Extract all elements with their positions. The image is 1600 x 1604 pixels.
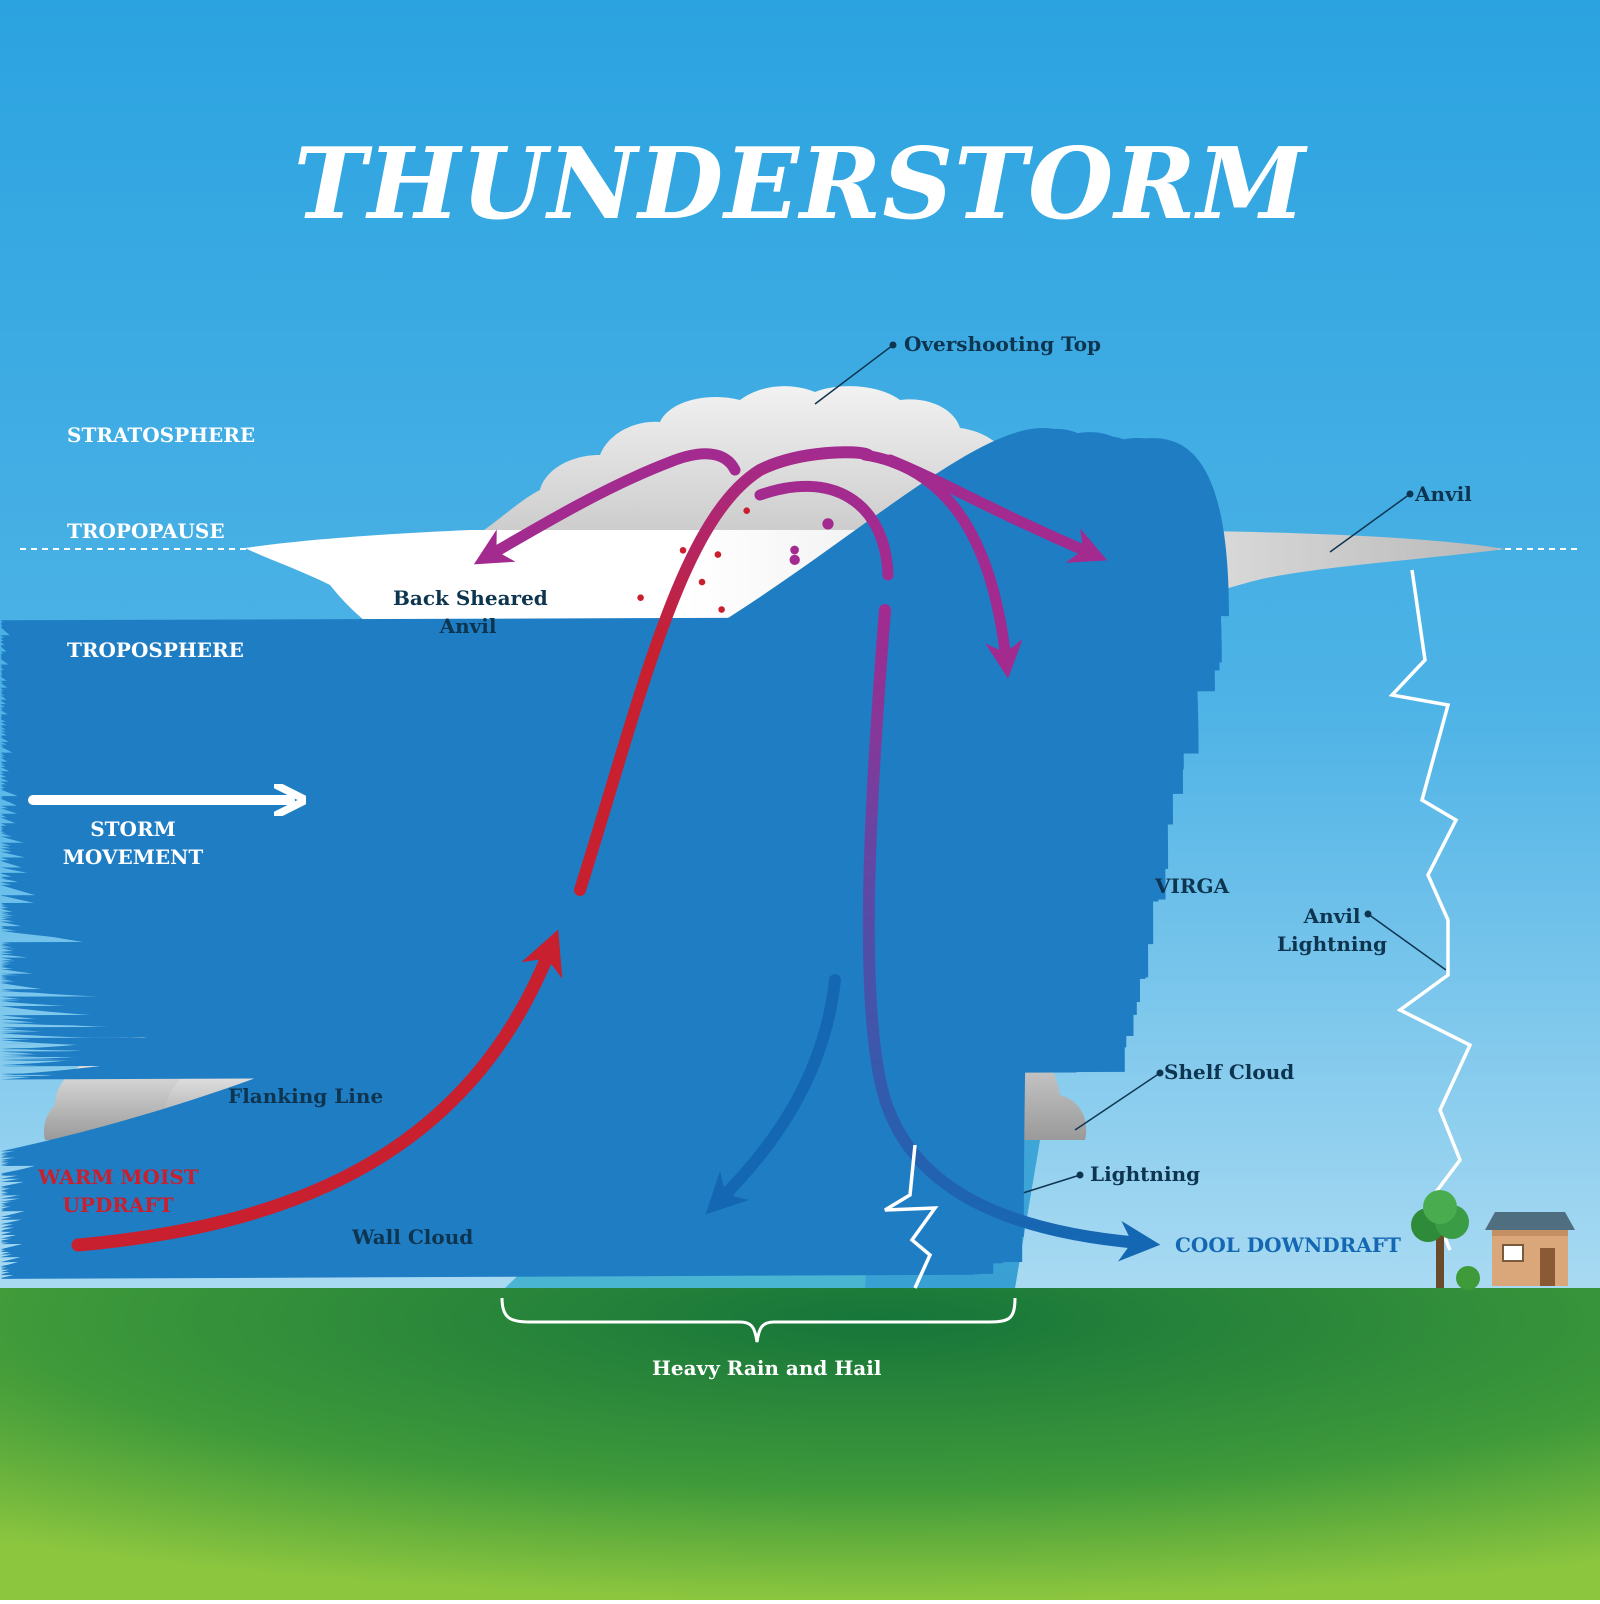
warm-moist-updraft-line-1: WARM MOIST <box>38 1165 199 1189</box>
updraft-droplet <box>679 547 687 554</box>
leader-dot <box>1156 1069 1164 1077</box>
leader-dot <box>1076 1171 1084 1179</box>
raindrop-icon <box>839 942 851 963</box>
anvil-lightning-bolt-icon <box>1388 569 1473 1251</box>
back-sheared-anvil-line-2: Anvil <box>439 614 497 638</box>
overshoot-down-arrow <box>859 449 1023 679</box>
rain-drops <box>0 427 1230 1279</box>
updraft-droplet <box>637 594 644 601</box>
ice-particle <box>822 518 834 530</box>
raindrop-icon <box>906 942 918 963</box>
raindrop-icon <box>839 885 851 906</box>
ground <box>0 1288 1600 1600</box>
rain-downdraft-arrow <box>705 974 841 1215</box>
ice-particle <box>790 545 799 555</box>
leader-dots <box>474 341 1414 1242</box>
updraft-droplet <box>743 507 750 514</box>
overshooting-top-label: Overshooting Top <box>904 332 1102 356</box>
back-sheared-anvil-label: Back Sheared Anvil <box>393 584 548 640</box>
inner-updraft-loop <box>754 481 894 581</box>
main-updraft-arrow <box>574 446 874 896</box>
storm-movement-line-1: STORM <box>90 817 176 841</box>
cool-downdraft-arrow <box>862 604 1161 1262</box>
lightning-bolt-icon <box>884 1144 939 1289</box>
leader-dot <box>1406 490 1414 498</box>
flanking-line-label: Flanking Line <box>228 1084 384 1108</box>
updraft-droplet <box>698 578 706 586</box>
raindrop-icon <box>1029 682 1041 703</box>
house-icon <box>1485 1212 1575 1286</box>
updraft-droplet <box>718 606 725 613</box>
tropopause-label: TROPOPAUSE <box>67 519 225 543</box>
updraft-droplet <box>714 551 722 558</box>
wall-cloud-label: Wall Cloud <box>352 1225 474 1249</box>
troposphere-label: TROPOSPHERE <box>67 638 244 662</box>
diagram-title: THUNDERSTORM <box>293 127 1307 242</box>
stratosphere-label: STRATOSPHERE <box>67 423 256 447</box>
back-anvil-divergence-arrow <box>473 448 741 565</box>
heavy-rain-bracket <box>500 1297 1017 1343</box>
anvil-lightning-line-2: Lightning <box>1276 932 1388 956</box>
raindrop-icon <box>0 479 1192 832</box>
anvil-label: Anvil <box>1415 482 1472 506</box>
raindrop-icon <box>789 917 801 938</box>
warm-moist-updraft-label: WARM MOIST UPDRAFT <box>38 1163 199 1219</box>
anvil-lightning-line-1: Anvil <box>1303 904 1361 928</box>
shelf-cloud-leader <box>1074 1072 1161 1131</box>
back-sheared-anvil-line-1: Back Sheared <box>393 586 548 610</box>
anvil-lightning-label: Anvil Lightning <box>1262 902 1402 958</box>
heavy-rain-and-hail-label: Heavy Rain and Hail <box>652 1356 882 1380</box>
overshooting-top-leader <box>814 344 894 405</box>
raindrop-icon <box>0 609 968 1220</box>
lightning-label: Lightning <box>1090 1162 1201 1186</box>
raindrop-icon <box>1094 615 1106 636</box>
warm-moist-updraft-arrow <box>71 929 563 1252</box>
leader-dot <box>889 341 897 349</box>
virga-label: VIRGA <box>1155 874 1230 898</box>
shelf-cloud-label: Shelf Cloud <box>1164 1060 1295 1084</box>
tree-icon <box>1411 1190 1480 1290</box>
storm-movement-line-2: MOVEMENT <box>62 845 204 869</box>
storm-movement-label: STORM MOVEMENT <box>43 815 223 871</box>
ice-particle <box>789 554 800 566</box>
anvil-leader <box>1329 493 1411 553</box>
cool-downdraft-label: COOL DOWNDRAFT <box>1175 1233 1401 1257</box>
warm-moist-updraft-line-2: UPDRAFT <box>62 1193 174 1217</box>
anvil-lightning-leader <box>1367 913 1447 971</box>
leader-dot <box>1364 910 1372 918</box>
raindrop-icon <box>854 1022 866 1043</box>
